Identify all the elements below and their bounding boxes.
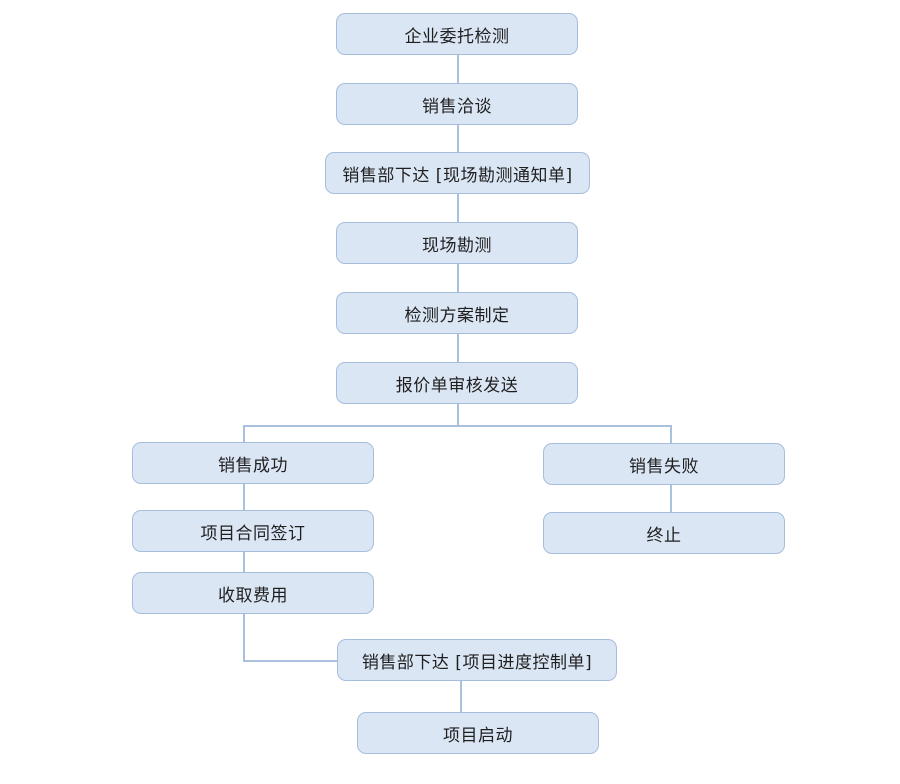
connector-elbow-down [243, 614, 245, 662]
flow-node-collect-fees: 收取费用 [132, 572, 374, 614]
connector-elbow-right [243, 660, 337, 662]
connector-branch-bar [243, 425, 671, 427]
connector-n5-n6 [457, 334, 459, 362]
connector-branch-right-drop [670, 425, 672, 443]
flow-node-project-launch: 项目启动 [357, 712, 599, 754]
flow-node-sales-success: 销售成功 [132, 442, 374, 484]
connector-branch-stem [457, 404, 459, 426]
connector-n8-n9 [243, 552, 245, 572]
connector-branch-left-drop [243, 425, 245, 442]
flow-node-test-plan: 检测方案制定 [336, 292, 578, 334]
flow-node-sales-failure: 销售失败 [543, 443, 785, 485]
flow-node-enterprise-commission-test: 企业委托检测 [336, 13, 578, 55]
flow-node-site-survey: 现场勘测 [336, 222, 578, 264]
flow-node-sales-negotiation: 销售洽谈 [336, 83, 578, 125]
connector-n3-n4 [457, 194, 459, 222]
flow-node-terminate: 终止 [543, 512, 785, 554]
connector-n4-n5 [457, 264, 459, 292]
flow-node-progress-control-sheet: 销售部下达 [项目进度控制单] [337, 639, 617, 681]
connector-n12-n13 [460, 681, 462, 712]
connector-n7-n8 [243, 484, 245, 510]
connector-n2-n3 [457, 125, 459, 152]
connector-n10-n11 [670, 485, 672, 512]
connector-n1-n2 [457, 55, 459, 83]
flow-node-site-survey-notice: 销售部下达 [现场勘测通知单] [325, 152, 590, 194]
flow-node-contract-signing: 项目合同签订 [132, 510, 374, 552]
flow-node-quotation-review-send: 报价单审核发送 [336, 362, 578, 404]
